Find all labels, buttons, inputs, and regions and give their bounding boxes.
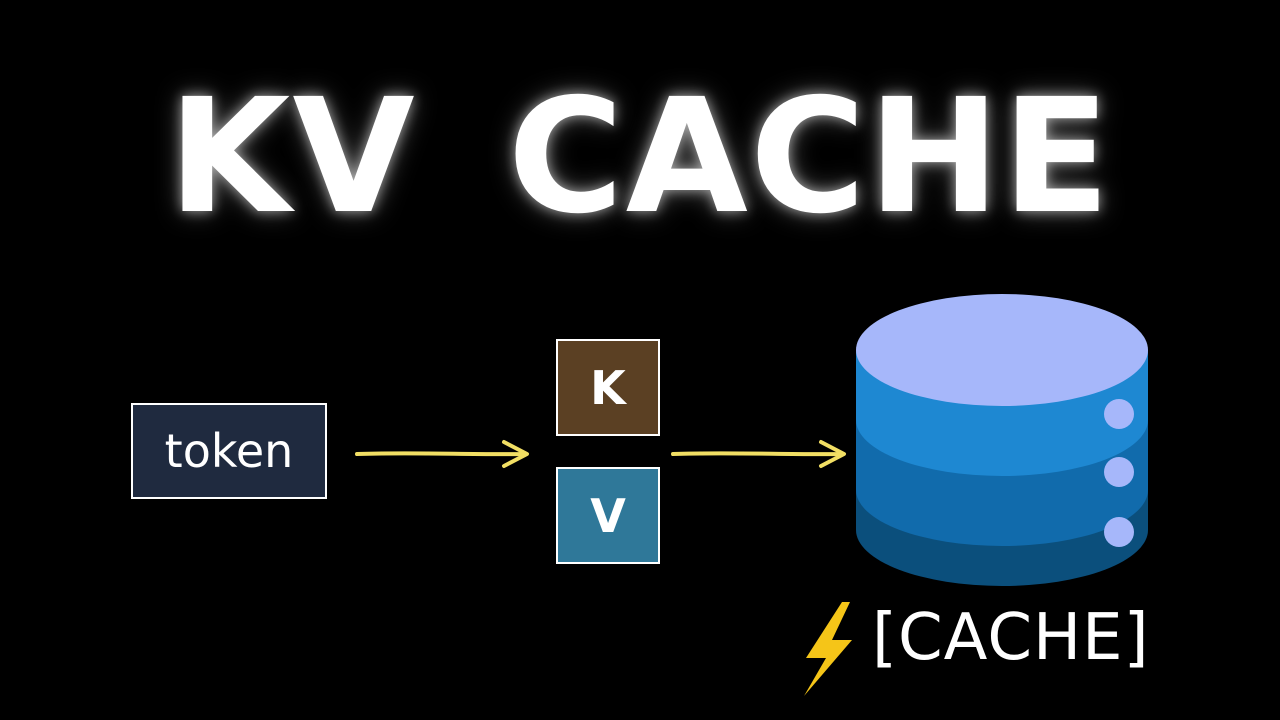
page-title: KV CACHE xyxy=(167,65,1113,249)
db-dot-1 xyxy=(1104,399,1134,429)
db-dot-3 xyxy=(1104,517,1134,547)
cache-label: [CACHE] xyxy=(872,601,1150,675)
key-box: K xyxy=(556,339,660,436)
value-box: V xyxy=(556,467,660,564)
token-box: token xyxy=(131,403,327,499)
database-icon xyxy=(856,294,1148,586)
arrow-token-to-kv xyxy=(355,440,529,468)
db-dot-2 xyxy=(1104,457,1134,487)
lightning-bolt-icon xyxy=(804,602,852,696)
arrow-kv-to-cache xyxy=(671,440,846,468)
